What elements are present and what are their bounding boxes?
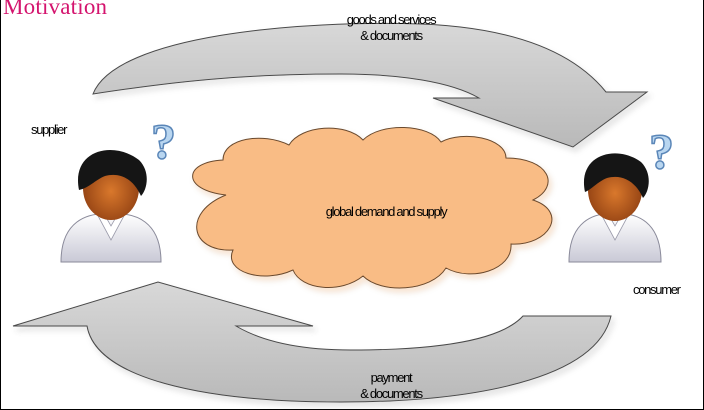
- consumer-question-icon: ?: [649, 123, 674, 179]
- top-arrow-label: goods and services & documents: [301, 12, 481, 44]
- top-arrow-label-line2: & documents: [360, 28, 423, 43]
- cloud-label: global demand and supply: [325, 204, 448, 219]
- consumer-label: consumer: [633, 282, 681, 297]
- consumer-person-icon: [568, 153, 662, 263]
- bottom-arrow-label: payment & documents: [331, 370, 451, 402]
- supplier-person-icon: [60, 150, 162, 263]
- bottom-arrow-label-line2: & documents: [360, 386, 423, 401]
- top-arrow-label-line1: goods and services: [346, 12, 437, 27]
- bottom-arrow: [12, 281, 612, 403]
- slide-title: Motivation: [3, 0, 108, 19]
- supplier-question-icon: ?: [151, 113, 176, 169]
- bottom-arrow-label-line1: payment: [370, 370, 413, 385]
- top-arrow: [92, 22, 649, 148]
- cloud-shape: [192, 127, 553, 289]
- supplier-label: supplier: [31, 122, 67, 137]
